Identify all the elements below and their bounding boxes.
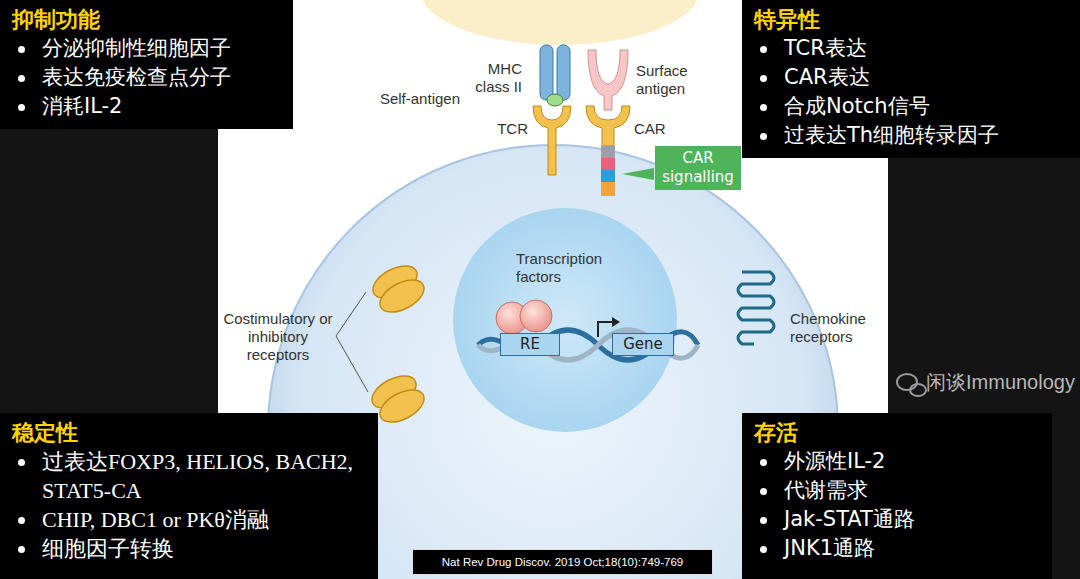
figure-label: Chemokine receptors bbox=[790, 310, 885, 346]
label-box: Nat Rev Drug Discov. 2019 Oct;18(10):749… bbox=[412, 549, 713, 575]
callout-pointer bbox=[622, 168, 654, 180]
panel-box: 抑制功能分泌抑制性细胞因子表达免疫检查点分子消耗IL-2 bbox=[0, 0, 293, 129]
bullet-dot bbox=[18, 75, 25, 82]
figure-label: Self-antigen bbox=[362, 90, 460, 108]
bullet-item: 分泌抑制性细胞因子 bbox=[12, 34, 283, 63]
bullet-item: 表达免疫检查点分子 bbox=[12, 63, 283, 92]
bullet-text: Jak-STAT通路 bbox=[784, 507, 915, 531]
box-text: RE bbox=[503, 335, 557, 354]
apc-cell bbox=[420, 0, 700, 45]
figure-label: Transcription factors bbox=[516, 250, 626, 286]
heading-text: 存活 bbox=[754, 420, 798, 445]
bullet-dot bbox=[760, 46, 767, 53]
heading-text: 稳定性 bbox=[12, 420, 78, 445]
figure-label: Surface antigen bbox=[636, 62, 716, 98]
bullet-item: CHIP, DBC1 or PKθ消融 bbox=[12, 505, 368, 534]
figure-label: CAR bbox=[634, 120, 674, 138]
label-box: CAR signalling bbox=[655, 146, 741, 190]
nucleus bbox=[453, 208, 677, 432]
bullet-dot bbox=[760, 488, 767, 495]
costim-receptor bbox=[367, 259, 430, 428]
heading-text: 特异性 bbox=[754, 7, 820, 32]
bullet-item: CAR表达 bbox=[754, 63, 1070, 92]
panel-box: 特异性 TCR表达 CAR表达合成Notch信号过表达Th细胞转录因子 bbox=[742, 0, 1080, 158]
bullet-item: 消耗IL-2 bbox=[12, 92, 283, 121]
heading-text: 抑制功能 bbox=[12, 7, 100, 32]
bullet-item: 过表达Th细胞转录因子 bbox=[754, 121, 1070, 150]
bullet-item: 代谢需求 bbox=[754, 476, 1042, 505]
box-text: Gene bbox=[615, 335, 671, 354]
bullet-text: 过表达FOXP3, HELIOS, BACH2, STAT5-CA bbox=[42, 449, 353, 503]
bullet-dot bbox=[760, 75, 767, 82]
bullet-text: CHIP, DBC1 or PKθ消融 bbox=[42, 507, 269, 532]
bullet-dot bbox=[760, 517, 767, 524]
bullet-text: 过表达Th细胞转录因子 bbox=[784, 123, 999, 147]
bullet-item: 外源性IL-2 bbox=[754, 447, 1042, 476]
bullet-text: TCR表达 bbox=[784, 36, 867, 60]
panel-box: 稳定性过表达FOXP3, HELIOS, BACH2, STAT5-CA CHIP… bbox=[0, 413, 378, 579]
bullet-item: TCR表达 bbox=[754, 34, 1070, 63]
bullet-text: JNK1通路 bbox=[784, 536, 875, 560]
bullet-text: CAR表达 bbox=[784, 65, 870, 89]
tcr bbox=[533, 106, 571, 175]
bullet-dot bbox=[760, 133, 767, 140]
bullet-text: 细胞因子转换 bbox=[42, 536, 174, 561]
label-box: Gene bbox=[612, 333, 674, 356]
bullet-item: 细胞因子转换 bbox=[12, 534, 368, 563]
panel-heading: 抑制功能 bbox=[12, 6, 283, 34]
bullet-dot bbox=[18, 546, 25, 553]
panel-heading: 存活 bbox=[754, 419, 1042, 447]
box-text: CAR signalling bbox=[659, 149, 737, 187]
bullet-dot bbox=[760, 104, 767, 111]
panel-heading: 稳定性 bbox=[12, 419, 368, 447]
figure-label: TCR bbox=[488, 120, 528, 138]
box-text: Nat Rev Drug Discov. 2019 Oct;18(10):749… bbox=[417, 555, 708, 569]
transcription-factor bbox=[520, 300, 552, 332]
label-box: RE bbox=[500, 333, 560, 356]
panel-box: 存活外源性IL-2 代谢需求 Jak-STAT通路 JNK1通路 bbox=[742, 413, 1052, 579]
bullet-item: JNK1通路 bbox=[754, 534, 1042, 563]
tss-arrow bbox=[598, 322, 612, 337]
bullet-dot bbox=[18, 459, 25, 466]
bullet-text: 代谢需求 bbox=[784, 478, 868, 502]
bullet-text: 分泌抑制性细胞因子 bbox=[42, 36, 231, 60]
panel-heading: 特异性 bbox=[754, 6, 1070, 34]
bullet-dot bbox=[760, 546, 767, 553]
bullet-text: 外源性IL-2 bbox=[784, 449, 885, 473]
bullet-dot bbox=[18, 46, 25, 53]
wechat-icon bbox=[897, 374, 926, 396]
bullet-text: 表达免疫检查点分子 bbox=[42, 65, 231, 89]
bullet-text: 合成Notch信号 bbox=[784, 94, 930, 118]
figure-label: MHC class II bbox=[458, 60, 522, 96]
watermark: 闲谈Immunology bbox=[926, 370, 1076, 394]
leader-line bbox=[336, 292, 368, 392]
figure-label: Costimulatory or inhibitory receptors bbox=[220, 310, 336, 364]
dna-helix bbox=[478, 330, 698, 360]
mhc-class-ii bbox=[540, 45, 570, 106]
chemokine-receptor bbox=[738, 272, 774, 344]
bullet-item: 过表达FOXP3, HELIOS, BACH2, STAT5-CA bbox=[12, 447, 368, 505]
bullet-text: 消耗IL-2 bbox=[42, 94, 122, 118]
bullet-item: 合成Notch信号 bbox=[754, 92, 1070, 121]
bullet-item: Jak-STAT通路 bbox=[754, 505, 1042, 534]
bullet-dot bbox=[18, 104, 25, 111]
bullet-dot bbox=[760, 459, 767, 466]
tss-arrowhead bbox=[612, 317, 620, 327]
bullet-dot bbox=[18, 517, 25, 524]
